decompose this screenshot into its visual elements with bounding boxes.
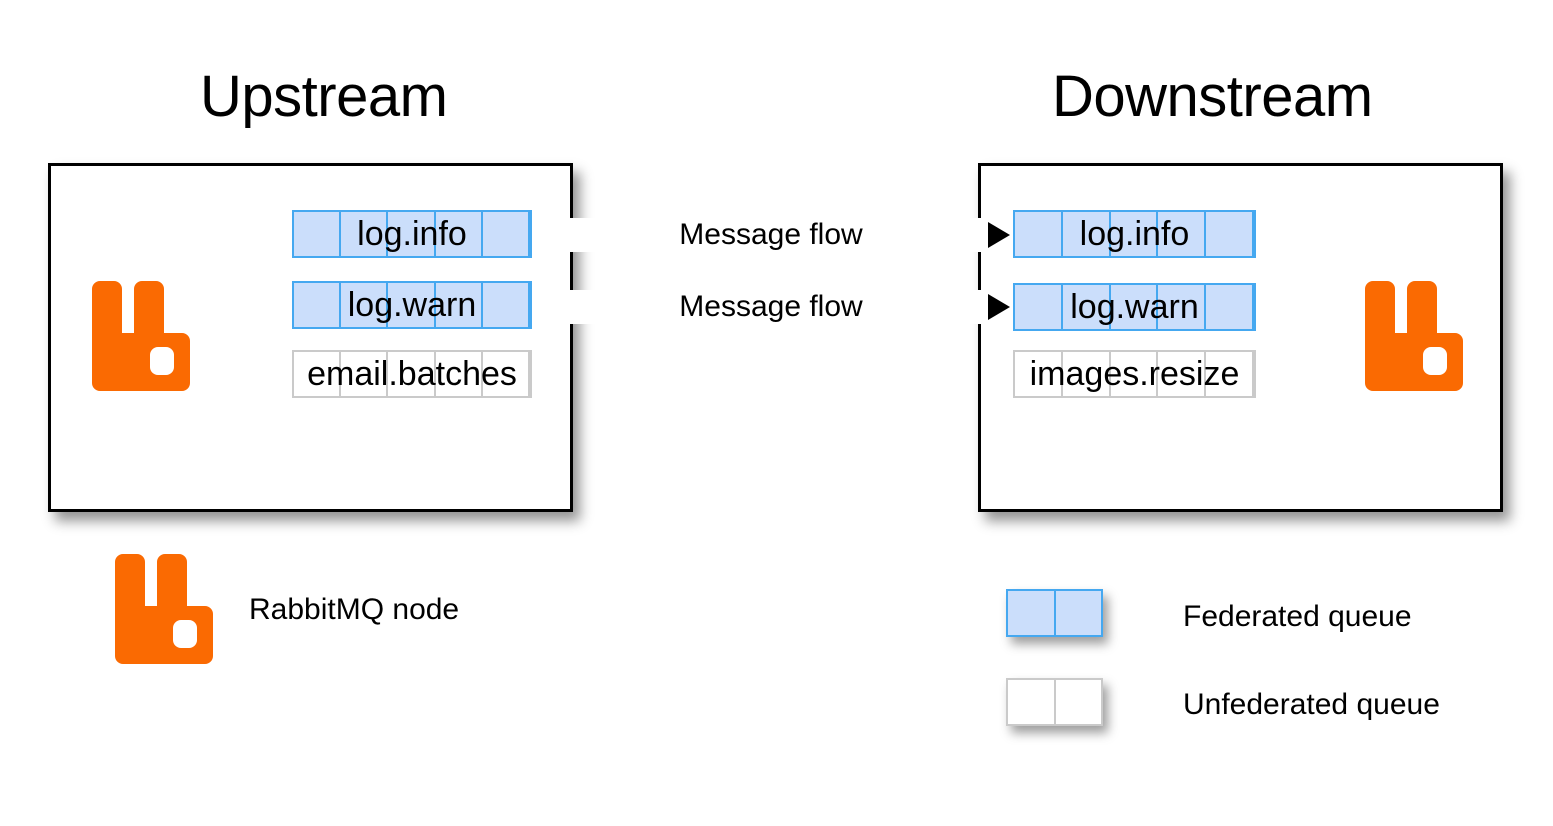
queue-cell: [1111, 285, 1159, 329]
legend-label-unfederated-queue: Unfederated queue: [1183, 688, 1440, 721]
queue-cell: [1206, 352, 1254, 396]
queue-upstream-log-warn[interactable]: log.warn: [292, 281, 532, 329]
queue-cell: [341, 212, 389, 256]
legend-swatch-federated-queue: [1006, 589, 1103, 637]
queue-cell: [341, 352, 389, 396]
queue-cell: [1111, 212, 1159, 256]
queue-cell: [1158, 352, 1207, 396]
queue-cell: [1015, 212, 1063, 256]
queue-downstream-log-info[interactable]: log.info: [1013, 210, 1256, 258]
legend-label-federated-queue: Federated queue: [1183, 600, 1412, 633]
queue-cell: [1056, 680, 1102, 724]
arrow-right-icon: [988, 222, 1010, 248]
upstream-title: Upstream: [200, 64, 448, 129]
queue-cell: [1158, 285, 1207, 329]
legend-label-rabbitmq-node: RabbitMQ node: [249, 593, 460, 626]
queue-cell: [1206, 212, 1254, 256]
queue-cell: [294, 212, 342, 256]
queue-cell: [1111, 352, 1159, 396]
flow-label: Message flow: [532, 218, 1010, 252]
queue-cell: [1063, 285, 1111, 329]
queue-cell: [388, 283, 436, 327]
queue-cell: [1206, 285, 1254, 329]
queue-cell: [1015, 285, 1063, 329]
queue-cell: [341, 283, 389, 327]
queue-cell: [1158, 212, 1207, 256]
downstream-title: Downstream: [1052, 64, 1373, 129]
queue-cell: [1063, 352, 1111, 396]
queue-cell: [1056, 591, 1102, 635]
message-flow-log-info: Message flow: [532, 218, 1010, 252]
rabbitmq-logo-icon: [1365, 281, 1463, 391]
queue-upstream-email-batches[interactable]: email.batches: [292, 350, 532, 398]
queue-cell: [436, 212, 483, 256]
queue-cell: [294, 352, 342, 396]
queue-cell: [483, 352, 531, 396]
queue-cell: [1015, 352, 1063, 396]
queue-cell: [436, 283, 483, 327]
queue-upstream-log-info[interactable]: log.info: [292, 210, 532, 258]
queue-cell: [483, 212, 531, 256]
rabbitmq-logo-icon: [92, 281, 190, 391]
queue-cell: [388, 212, 436, 256]
queue-cell: [1008, 591, 1056, 635]
queue-downstream-images-resize[interactable]: images.resize: [1013, 350, 1256, 398]
queue-cell: [294, 283, 342, 327]
queue-cell: [1063, 212, 1111, 256]
arrow-right-icon: [988, 294, 1010, 320]
queue-cell: [483, 283, 531, 327]
queue-cell: [388, 352, 436, 396]
message-flow-log-warn: Message flow: [532, 290, 1010, 324]
queue-cell: [1008, 680, 1056, 724]
queue-downstream-log-warn[interactable]: log.warn: [1013, 283, 1256, 331]
legend-swatch-unfederated-queue: [1006, 678, 1103, 726]
queue-cell: [436, 352, 483, 396]
flow-label: Message flow: [532, 290, 1010, 324]
rabbitmq-logo-icon: [115, 554, 213, 664]
